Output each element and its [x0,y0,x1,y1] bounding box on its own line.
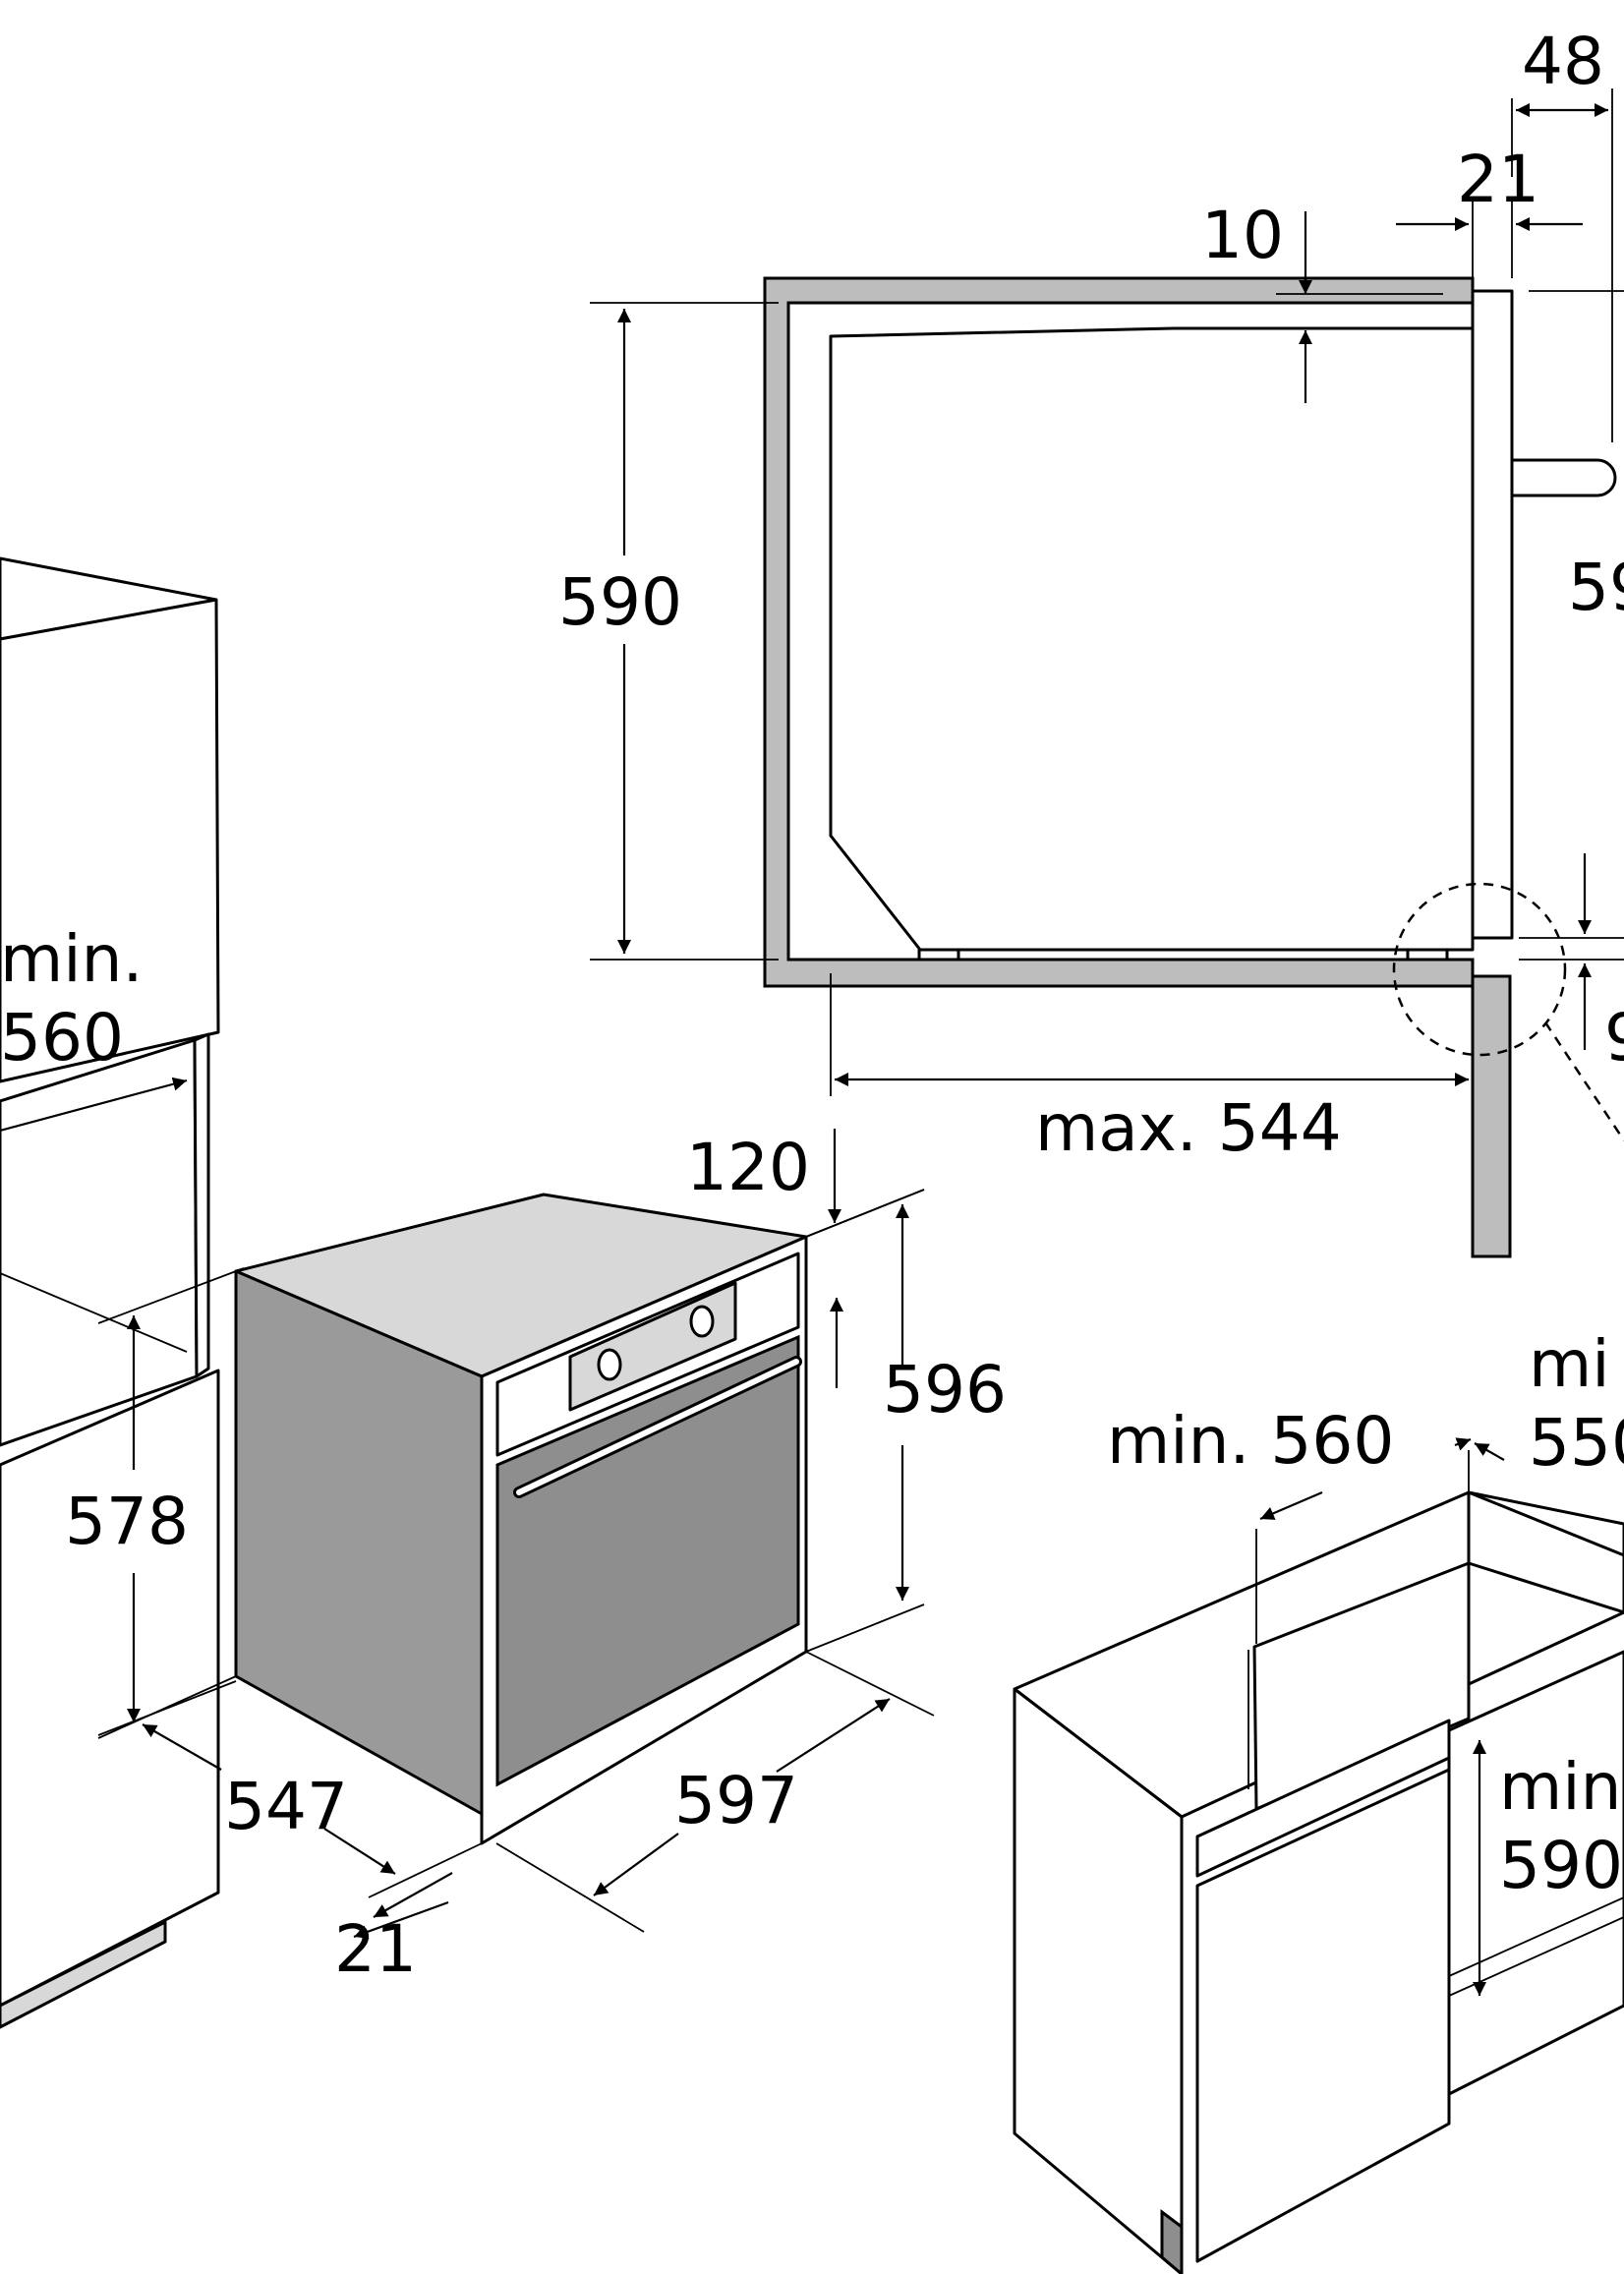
detail-leader [1543,1021,1624,1141]
oven-knob-right [689,1305,715,1338]
tall-cabinet-lower [0,1369,220,2008]
tall-cabinet-plinth [0,1920,167,2029]
dim-line-min-560 [1454,1437,1472,1451]
oven-knob-left [597,1348,622,1381]
right-cabinet [1447,1650,1624,2096]
oven-foot [917,948,960,962]
dim-label-21-top: 21 [1457,142,1539,217]
oven-front-panel [1471,289,1514,940]
cabinet-front [1013,1687,1184,2274]
dim-label-590: 590 [558,564,682,640]
ext-line [495,1842,645,1933]
dim-label-597: 597 [674,1763,798,1838]
ext-line [97,1675,237,1739]
ext-line [805,1651,935,1717]
oven-handle-section [1510,458,1617,497]
dim-label-9-partial: 9 [1604,1000,1624,1076]
cabinet-section-frame [763,276,1475,988]
base-cabinet-iso: min. 560 mi 550 min 590 [1013,1326,1624,2274]
dim-line-min-560 [1259,1490,1323,1521]
ext-line [805,1189,925,1238]
dim-line-21-bottom [353,1900,449,1939]
dim-line-21-bottom [373,1872,453,1918]
dim-label-min-r2: 550 [1529,1405,1624,1481]
dim-line-597 [776,1698,891,1773]
dim-line-547 [323,1828,396,1875]
dim-label-min-560-right: min. 560 [1107,1403,1394,1479]
side-section-view: 590 10 21 48 59 9 max. 544 [558,24,1624,1258]
dim-line-547 [142,1723,222,1771]
cabinet-plinth [1160,2209,1184,2274]
niche-interior [1252,1561,1471,1811]
ext-line [368,1842,483,1898]
ext-line [805,1603,925,1653]
oven-body-outline [829,326,1475,952]
dim-label-min-left-1: min. [0,921,143,997]
dim-line-597 [593,1833,679,1896]
detail-circle [1392,882,1567,1057]
dim-label-min-r3: min [1499,1749,1621,1825]
dim-label-21-bottom: 21 [334,1911,417,1987]
niche-floor-line [0,1272,188,1353]
oven-door-window [495,1334,800,1787]
dim-label-max-544: max. 544 [1035,1090,1342,1166]
tall-cabinet-niche-side [193,1032,210,1378]
right-cabinet-shelf [1448,1896,1624,1977]
oven-door-handle-inner [516,1359,799,1495]
oven-iso: 120 596 547 597 21 [97,1129,1007,1987]
dim-label-578: 578 [65,1484,189,1559]
ext-line [97,1267,245,1324]
dim-label-59-partial: 59 [1568,550,1624,625]
oven-foot [1406,948,1449,962]
tall-cabinet-niche [0,1038,199,1447]
tall-cabinet-iso: min. 560 578 [0,556,245,2029]
dim-label-min-r1: mi [1529,1326,1610,1402]
dim-label-120: 120 [686,1130,810,1205]
cabinet-front-strip [1471,974,1512,1258]
dim-label-48: 48 [1522,24,1604,99]
dim-label-min-left-2: 560 [0,1000,124,1076]
dim-line-min-560-left [0,1077,188,1133]
dim-label-min-r4: 590 [1499,1828,1623,1903]
dim-label-547: 547 [224,1769,348,1844]
dim-label-10: 10 [1201,198,1284,273]
dim-line-min-550 [1474,1442,1505,1461]
tall-cabinet-upper-front [0,598,220,1083]
niche-right-top [1467,1490,1624,1614]
ext-line [97,1680,237,1736]
dim-label-596: 596 [883,1352,1007,1428]
cabinet-door [1195,1768,1451,2263]
